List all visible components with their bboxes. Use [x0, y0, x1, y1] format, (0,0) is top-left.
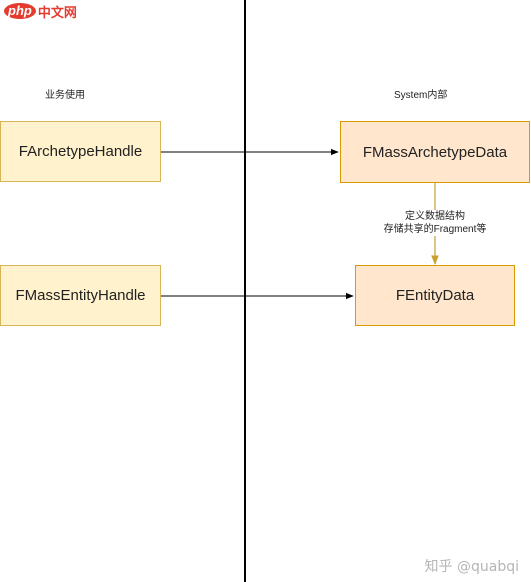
- watermark: 知乎 @quabqi: [424, 559, 519, 575]
- node-farchetype-handle: FArchetypeHandle: [0, 121, 161, 182]
- node-fmass-archetype-data: FMassArchetypeData: [340, 121, 530, 183]
- edge-label-line-1: 定义数据结构: [405, 211, 465, 222]
- caption-business-use: 业务使用: [45, 90, 85, 101]
- caption-system-internal: System内部: [394, 90, 448, 101]
- edge-label: 定义数据结构 存储共享的Fragment等: [360, 210, 510, 236]
- logo-text: 中文网: [37, 5, 77, 21]
- edge-label-line-2: 存储共享的Fragment等: [383, 224, 487, 235]
- node-fmass-entity-handle: FMassEntityHandle: [0, 265, 161, 326]
- php-logo-mark: php: [4, 3, 36, 19]
- node-fentity-data: FEntityData: [355, 265, 515, 326]
- site-logo: php 中文网: [4, 2, 77, 21]
